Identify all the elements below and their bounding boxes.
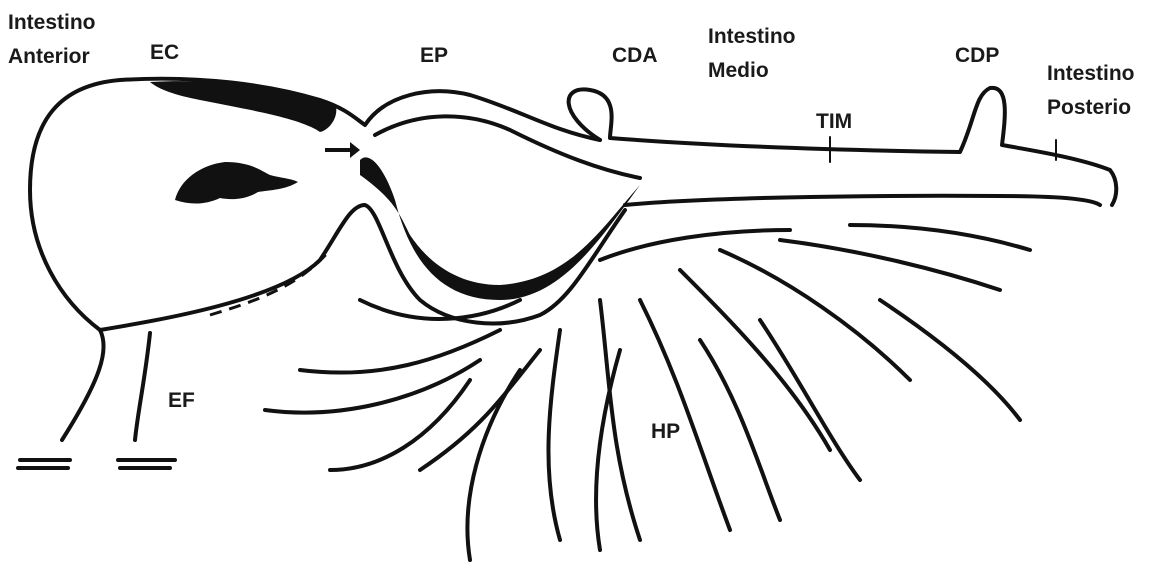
midgut-top-outline	[569, 88, 1117, 205]
branch	[720, 250, 910, 380]
label-foregut-line1: Intestino	[8, 10, 96, 36]
branch	[640, 300, 730, 530]
branch	[700, 340, 780, 520]
label-ef: EF	[168, 388, 195, 414]
duodenal-loop-outline	[100, 205, 625, 330]
tube-inner-line	[375, 116, 640, 178]
branch	[600, 300, 640, 540]
label-ep: EP	[420, 43, 448, 69]
label-cda: CDA	[612, 43, 658, 69]
branch	[467, 370, 520, 560]
label-tim: TIM	[816, 109, 852, 135]
branch	[265, 360, 480, 413]
branch	[360, 300, 520, 319]
label-foregut-line2: Anterior	[8, 44, 90, 70]
stub-right	[118, 460, 175, 468]
ec-dark-band	[150, 81, 336, 132]
arrow-icon	[325, 142, 360, 158]
label-midgut-line2: Medio	[708, 58, 769, 84]
label-midgut-line1: Intestino	[708, 24, 796, 50]
stub-left	[18, 460, 70, 468]
label-ec: EC	[150, 40, 179, 66]
branch	[780, 240, 1000, 290]
label-hindgut-line2: Posterio	[1047, 95, 1131, 121]
hepatic-branches	[265, 225, 1030, 560]
ef-stalk	[135, 333, 150, 440]
branch	[850, 225, 1030, 250]
tube-lower-line	[625, 196, 1100, 205]
branch	[880, 300, 1020, 420]
branch	[330, 380, 470, 470]
label-hindgut-line1: Intestino	[1047, 61, 1135, 87]
branch	[760, 320, 860, 480]
branch	[600, 230, 790, 260]
stomach-dark-fold	[175, 162, 298, 204]
label-cdp: CDP	[955, 43, 999, 69]
label-hp: HP	[651, 419, 680, 445]
branch	[548, 330, 560, 540]
